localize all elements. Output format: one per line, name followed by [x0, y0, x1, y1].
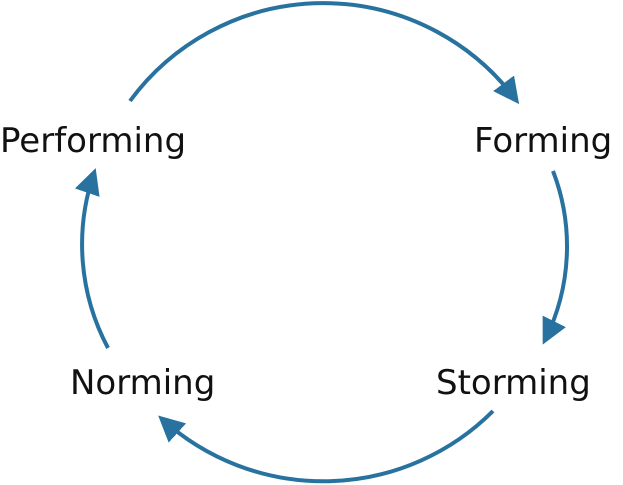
stage-label-forming: Forming	[474, 121, 612, 161]
arrow-performing-to-forming	[128, 1, 520, 105]
arrow-storming-to-norming	[158, 409, 495, 484]
stage-label-norming: Norming	[70, 363, 215, 403]
stage-label-storming: Storming	[436, 363, 591, 403]
stage-label-performing: Performing	[0, 121, 186, 161]
arrow-norming-to-performing	[74, 168, 110, 349]
arrow-forming-to-storming	[542, 170, 569, 345]
